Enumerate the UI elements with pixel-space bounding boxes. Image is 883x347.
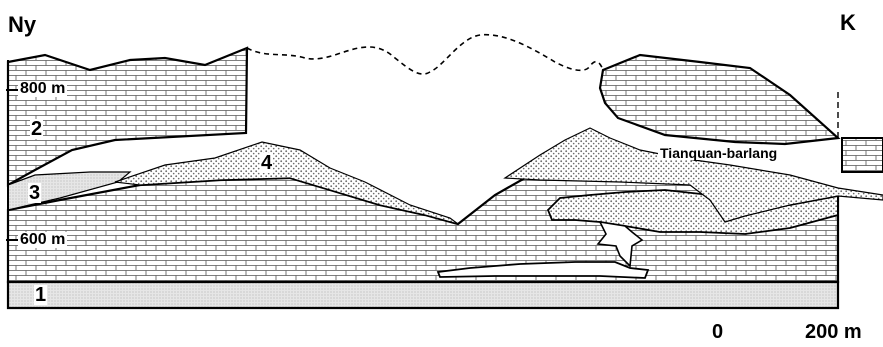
scale-start-label: 0 bbox=[712, 321, 724, 343]
upper-right-limestone bbox=[598, 53, 841, 146]
east-end-label: K bbox=[840, 10, 856, 35]
elevation-label-600: 600 m bbox=[18, 231, 68, 248]
right-edge-limestone bbox=[841, 137, 883, 173]
unit-1-base-layer bbox=[6, 280, 840, 310]
cave-name-label: Tianquan-barlang bbox=[658, 145, 780, 161]
reconstructed-surface-line bbox=[246, 33, 604, 75]
unit-4-debris-mound bbox=[114, 141, 459, 225]
cave-shaft bbox=[596, 220, 644, 268]
lower-cave-passage bbox=[436, 261, 650, 279]
scale-end-label: 200 m bbox=[805, 321, 862, 343]
unit-1-label: 1 bbox=[34, 284, 48, 306]
upper-right-cave-sediment bbox=[503, 127, 883, 223]
elevation-label-800: 800 m bbox=[18, 80, 68, 97]
west-end-label: Ny bbox=[8, 12, 37, 37]
unit-2-label: 2 bbox=[30, 118, 44, 140]
unit-3-label: 3 bbox=[28, 182, 42, 204]
unit-4-label: 4 bbox=[260, 152, 274, 174]
